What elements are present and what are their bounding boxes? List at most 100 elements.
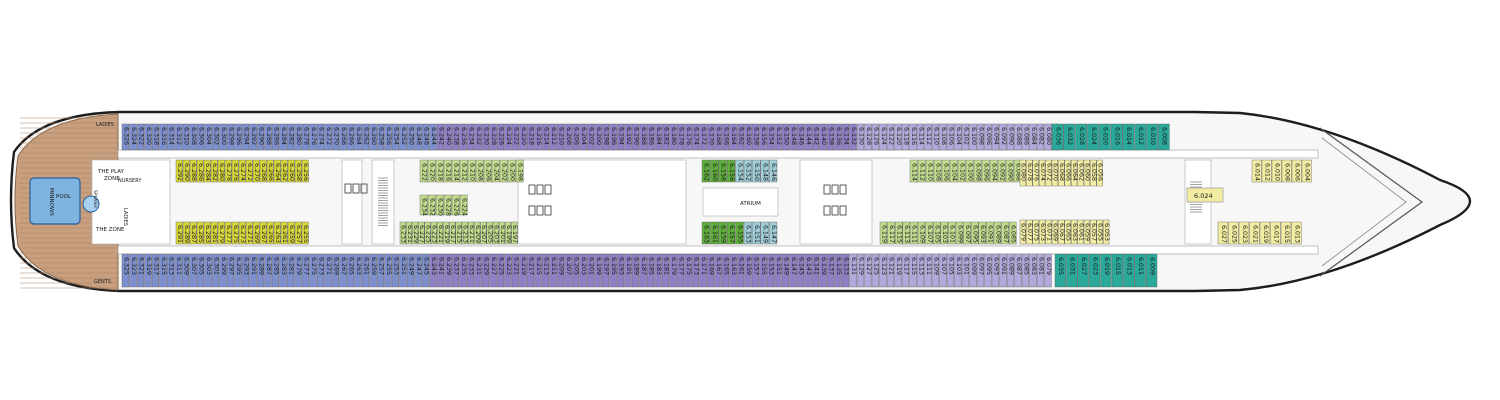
- cabin[interactable]: 6.213: [541, 253, 549, 288]
- cabin[interactable]: 6.162: [736, 123, 744, 151]
- cabin[interactable]: 6.158: [718, 159, 727, 183]
- cabin[interactable]: 6.095: [984, 253, 992, 288]
- cabin[interactable]: 6.163: [729, 253, 737, 288]
- cabin[interactable]: 6.157: [751, 253, 759, 288]
- cabin[interactable]: 6.137: [826, 253, 834, 288]
- cabin[interactable]: 6.316: [159, 123, 167, 151]
- cabin[interactable]: 6.165: [721, 253, 729, 288]
- cabin[interactable]: 6.228: [489, 123, 497, 151]
- cabin[interactable]: 6.249: [406, 253, 414, 288]
- cabin[interactable]: 6.279: [294, 253, 302, 288]
- cabin[interactable]: 6.059: [1084, 219, 1091, 245]
- cabin[interactable]: 6.017: [1270, 221, 1281, 245]
- cabin[interactable]: 6.156: [759, 123, 767, 151]
- cabin[interactable]: 6.145: [796, 253, 804, 288]
- cabin[interactable]: 6.247: [414, 253, 422, 288]
- cabin[interactable]: 6.154: [766, 123, 774, 151]
- cabin[interactable]: 6.087: [1001, 221, 1009, 245]
- cabin[interactable]: 6.108: [933, 159, 942, 183]
- cabin[interactable]: 6.136: [834, 123, 842, 151]
- cabin[interactable]: 6.229: [412, 221, 419, 245]
- cabin[interactable]: 6.220: [519, 123, 527, 151]
- cabin[interactable]: 6.289: [182, 221, 190, 245]
- cabin[interactable]: 6.215: [534, 253, 542, 288]
- cabin[interactable]: 6.032: [1063, 123, 1076, 151]
- cabin[interactable]: 6.021: [1249, 221, 1260, 245]
- cabin[interactable]: 6.148: [789, 123, 797, 151]
- cabin[interactable]: 6.295: [234, 253, 242, 288]
- cabin[interactable]: 6.117: [901, 253, 909, 288]
- cabin[interactable]: 6.057: [1090, 219, 1097, 245]
- cabin[interactable]: 6.267: [259, 221, 267, 245]
- cabin[interactable]: 6.301: [211, 253, 219, 288]
- cabin[interactable]: 6.015: [1111, 253, 1124, 288]
- cabin[interactable]: 6.275: [231, 221, 239, 245]
- cabin[interactable]: 6.097: [963, 221, 971, 245]
- cabin[interactable]: 6.019: [1100, 253, 1112, 288]
- cabin[interactable]: 6.064: [1071, 159, 1078, 187]
- cabin[interactable]: 6.223: [431, 221, 438, 245]
- cabin[interactable]: 6.101: [948, 221, 956, 245]
- cabin[interactable]: 6.129: [856, 253, 864, 288]
- cabin[interactable]: 6.261: [280, 221, 288, 245]
- cabin[interactable]: 6.219: [443, 221, 450, 245]
- cabin[interactable]: 6.199: [505, 221, 512, 245]
- cabin[interactable]: 6.156: [727, 159, 736, 183]
- cabin[interactable]: 6.235: [459, 253, 467, 288]
- cabin[interactable]: 6.211: [549, 253, 557, 288]
- cabin[interactable]: 6.079: [1044, 253, 1052, 288]
- cabin[interactable]: 6.119: [879, 221, 887, 245]
- cabin[interactable]: 6.225: [496, 253, 504, 288]
- cabin[interactable]: 6.287: [264, 253, 272, 288]
- cabin[interactable]: 6.265: [346, 253, 354, 288]
- cabin[interactable]: 6.298: [226, 123, 234, 151]
- cabin[interactable]: 6.242: [436, 123, 444, 151]
- cabin[interactable]: 6.020: [1098, 123, 1111, 151]
- cabin[interactable]: 6.224: [459, 194, 468, 216]
- cabin[interactable]: 6.208: [564, 123, 572, 151]
- cabin[interactable]: 6.227: [489, 253, 497, 288]
- cabin[interactable]: 6.286: [196, 159, 204, 183]
- cabin[interactable]: 6.280: [294, 123, 302, 151]
- cabin[interactable]: 6.310: [181, 123, 189, 151]
- cabin[interactable]: 6.076: [1033, 159, 1040, 187]
- cabin[interactable]: 6.274: [238, 159, 246, 183]
- cabin[interactable]: 6.093: [978, 221, 986, 245]
- cabin[interactable]: 6.065: [1065, 219, 1072, 245]
- cabin[interactable]: 6.069: [1052, 219, 1059, 245]
- cabin[interactable]: 6.220: [427, 159, 436, 183]
- cabin[interactable]: 6.300: [219, 123, 227, 151]
- cabin[interactable]: 6.200: [507, 159, 516, 183]
- cabin[interactable]: 6.228: [443, 194, 452, 216]
- cabin[interactable]: 6.253: [391, 253, 399, 288]
- cabin[interactable]: 6.099: [955, 221, 963, 245]
- cabin[interactable]: 6.190: [631, 123, 639, 151]
- cabin[interactable]: 6.172: [699, 123, 707, 151]
- cabin[interactable]: 6.125: [871, 253, 879, 288]
- cabin[interactable]: 6.110: [925, 159, 934, 183]
- cabin[interactable]: 6.121: [886, 253, 894, 288]
- cabin[interactable]: 6.305: [196, 253, 204, 288]
- cabin[interactable]: 6.326: [121, 123, 129, 151]
- cabin[interactable]: 6.089: [993, 221, 1001, 245]
- cabin[interactable]: 6.198: [601, 123, 609, 151]
- cabin[interactable]: 6.317: [151, 253, 159, 288]
- cabin[interactable]: 6.264: [354, 123, 362, 151]
- cabin[interactable]: 6.264: [273, 159, 281, 183]
- cabin[interactable]: 6.143: [804, 253, 812, 288]
- cabin[interactable]: 6.161: [710, 221, 719, 245]
- cabin[interactable]: 6.095: [971, 221, 979, 245]
- cabin[interactable]: 6.222: [511, 123, 519, 151]
- cabin[interactable]: 6.014: [1251, 159, 1262, 183]
- cabin[interactable]: 6.282: [286, 123, 294, 151]
- cabin[interactable]: 6.207: [480, 221, 487, 245]
- cabin[interactable]: 6.278: [224, 159, 232, 183]
- cabin[interactable]: 6.123: [879, 253, 887, 288]
- cabin[interactable]: 6.186: [646, 123, 654, 151]
- cabin[interactable]: 6.230: [435, 194, 444, 216]
- cabin[interactable]: 6.232: [427, 194, 436, 216]
- cabin[interactable]: 6.197: [511, 221, 518, 245]
- cabin[interactable]: 6.099: [969, 253, 977, 288]
- cabin[interactable]: 6.259: [287, 221, 295, 245]
- cabin[interactable]: 6.266: [346, 123, 354, 151]
